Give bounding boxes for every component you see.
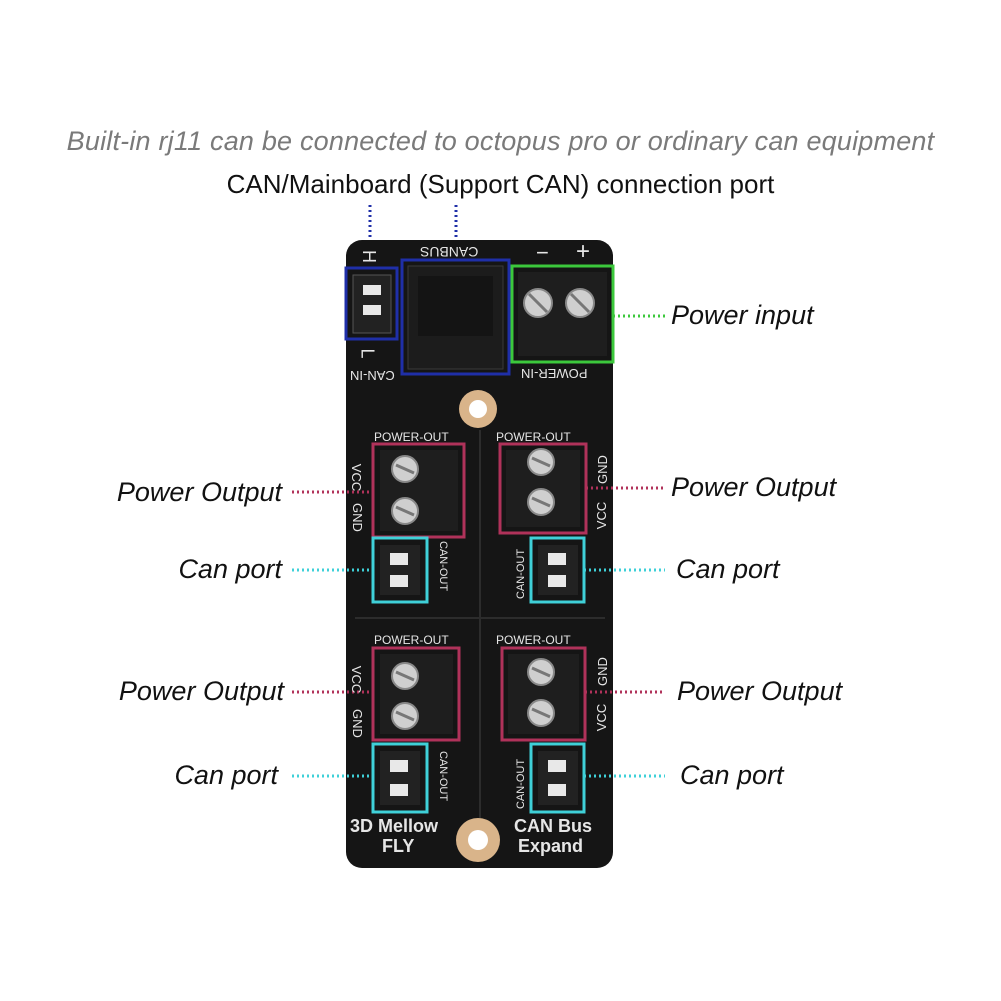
power-input-box bbox=[510, 264, 615, 364]
power-output-label-br: Power Output bbox=[677, 676, 843, 706]
silk-h: H bbox=[359, 250, 379, 263]
top-caption: Built-in rj11 can be connected to octopu… bbox=[66, 126, 935, 156]
can-port-box-bl bbox=[371, 742, 429, 814]
brand-right-line1: CAN Bus bbox=[514, 816, 593, 836]
connection-port-caption: CAN/Mainboard (Support CAN) connection p… bbox=[226, 169, 775, 199]
silk-power-out-tl: POWER-OUT bbox=[374, 430, 449, 444]
silk-power-out-br: POWER-OUT bbox=[496, 633, 571, 647]
rj11-port-box bbox=[400, 258, 511, 376]
silk-gnd-tr: GND bbox=[594, 455, 610, 484]
silk-vcc-tl: VCC bbox=[349, 463, 365, 492]
power-input-label: Power input bbox=[671, 300, 814, 330]
power-output-label-bl: Power Output bbox=[118, 676, 284, 706]
silk-l: L bbox=[357, 348, 378, 359]
silk-can-out-tl: CAN-OUT bbox=[437, 540, 450, 592]
brand-right-line2: Expand bbox=[518, 836, 584, 856]
silk-power-out-tr: POWER-OUT bbox=[496, 430, 571, 444]
can-port-label-tl: Can port bbox=[178, 554, 282, 584]
can-port-label-bl: Can port bbox=[174, 760, 278, 790]
silk-gnd-br: GND bbox=[594, 657, 610, 686]
brand-left-line2: FLY bbox=[382, 836, 415, 856]
can-port-label-tr: Can port bbox=[676, 554, 780, 584]
silk-vcc-br: VCC bbox=[594, 703, 610, 732]
power-output-label-tl: Power Output bbox=[116, 477, 282, 507]
power-output-box-bl bbox=[371, 646, 461, 742]
silk-minus: − bbox=[536, 240, 549, 265]
silk-gnd-tl: GND bbox=[349, 503, 365, 532]
silk-vcc-bl: VCC bbox=[349, 665, 365, 694]
silk-plus: + bbox=[576, 238, 591, 265]
silk-can-in: CAN-IN bbox=[350, 368, 395, 383]
silk-can-out-br: CAN-OUT bbox=[515, 758, 528, 810]
can-in-box bbox=[344, 266, 399, 341]
silk-can-out-tr: CAN-OUT bbox=[515, 548, 528, 600]
silk-canbus: CANBUS bbox=[420, 244, 479, 260]
can-port-box-br bbox=[529, 742, 586, 814]
power-output-label-tr: Power Output bbox=[671, 472, 837, 502]
silk-power-in: POWER-IN bbox=[521, 366, 588, 381]
power-output-box-br bbox=[500, 646, 587, 742]
silk-power-out-bl: POWER-OUT bbox=[374, 633, 449, 647]
brand-left-line1: 3D Mellow bbox=[350, 816, 439, 836]
silk-gnd-bl: GND bbox=[349, 709, 365, 738]
can-port-label-br: Can port bbox=[680, 760, 784, 790]
silk-can-out-bl: CAN-OUT bbox=[437, 750, 450, 802]
silk-vcc-tr: VCC bbox=[594, 501, 610, 530]
